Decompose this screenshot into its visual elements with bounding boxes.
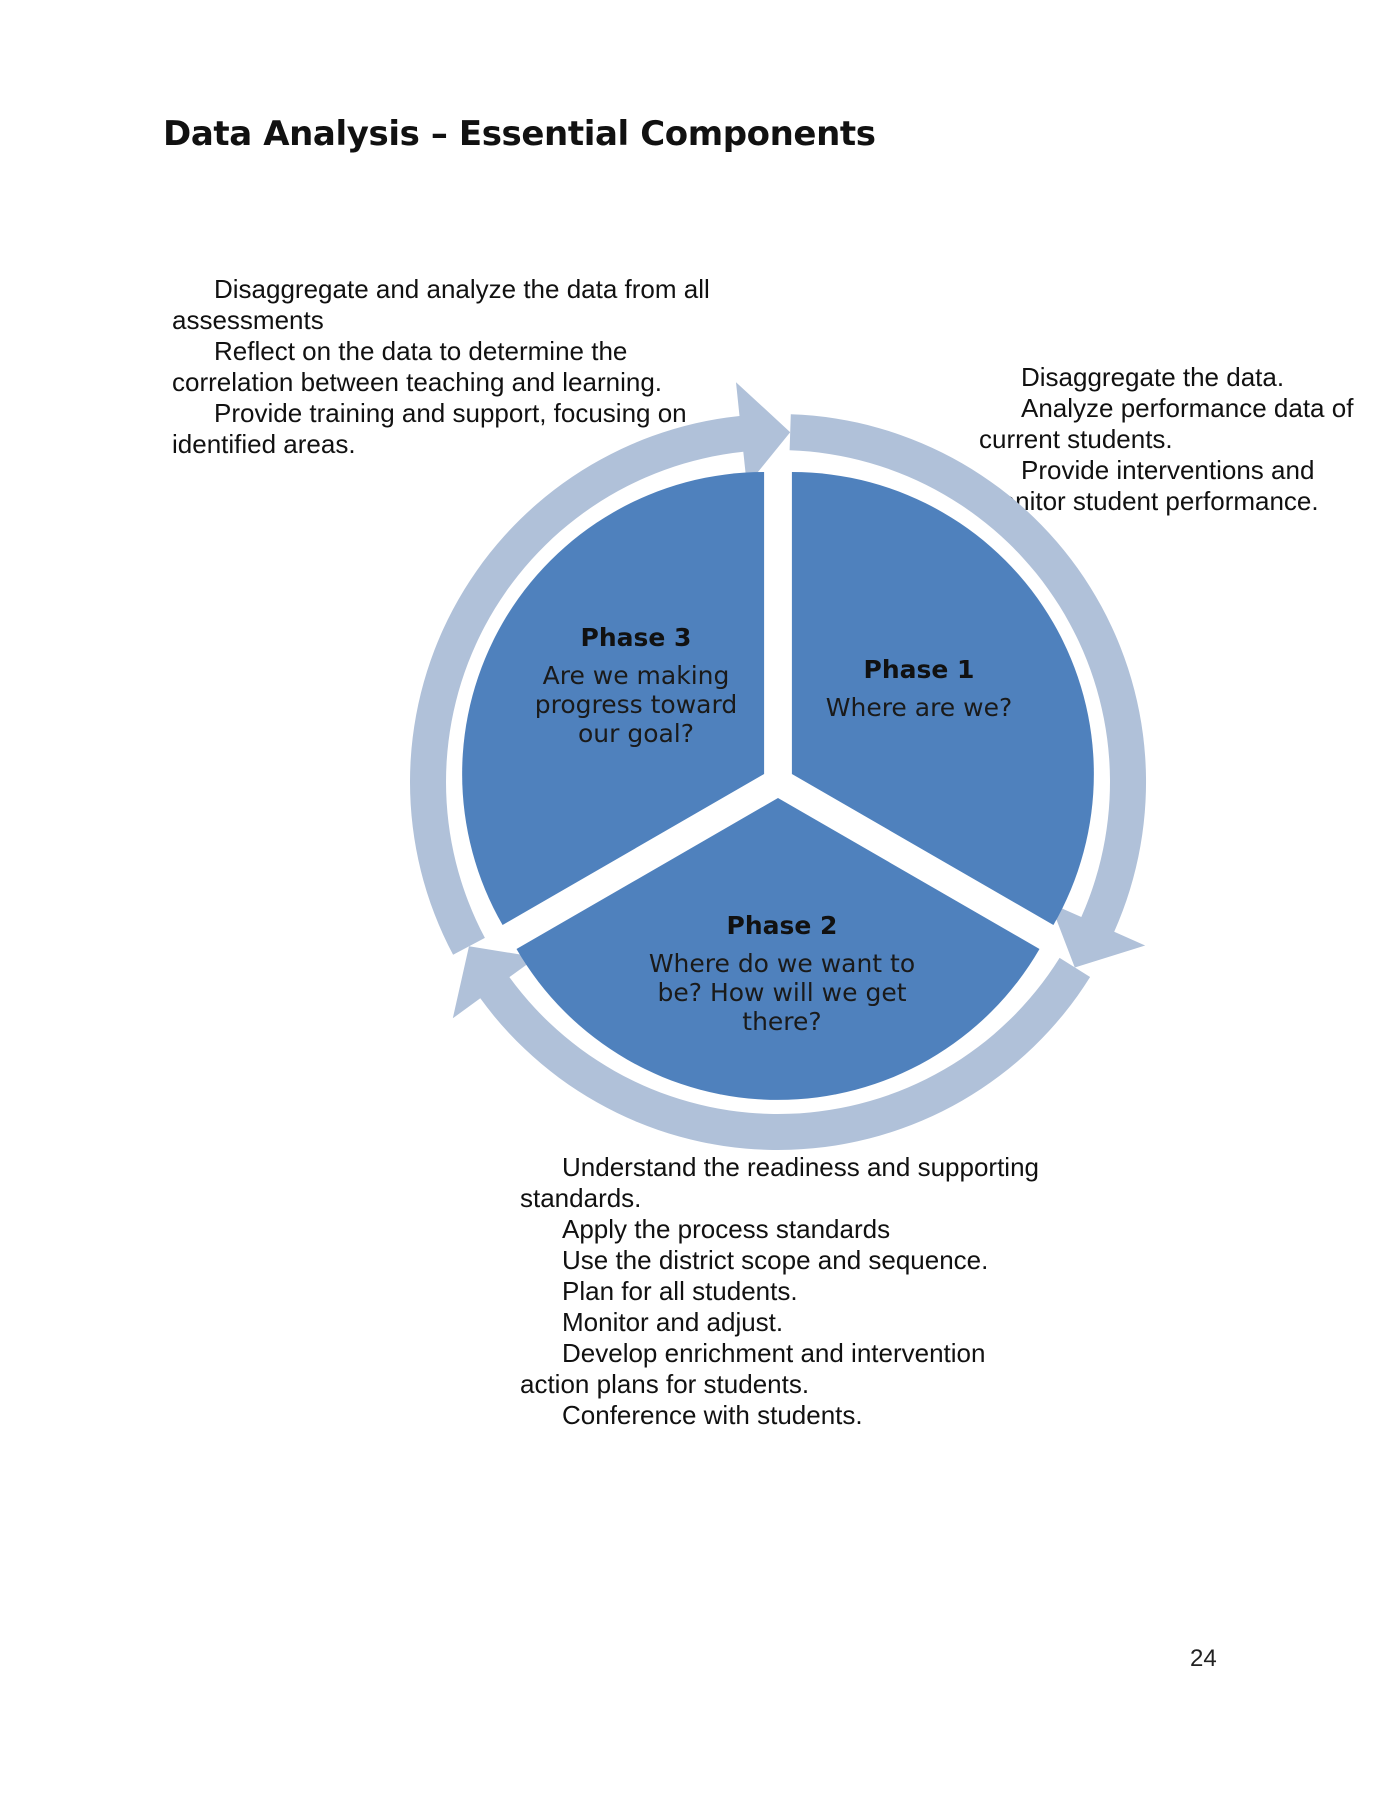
page-title: Data Analysis – Essential Components [163,114,876,154]
note-item: Develop enrichment and intervention acti… [520,1338,986,1399]
phase2-question-line: Where do we want to [649,949,915,978]
note-item: Provide interventions and monitor studen… [979,455,1319,516]
note-item: Use the district scope and sequence. [562,1245,989,1275]
phase2-question-line: there? [742,1007,821,1036]
note-item: Understand the readiness and supporting … [520,1152,1039,1213]
phase2-notes: Understand the readiness and supporting … [520,1152,1040,1431]
note-item: Disaggregate and analyze the data from a… [172,274,710,335]
note-item: Plan for all students. [562,1276,798,1306]
phase3-title: Phase 3 [581,623,692,652]
phase1-label: Phase 1 Where are we? [826,655,1012,722]
phase3-segment [462,472,765,925]
phase3-question-line: Are we making [543,661,730,690]
phase2-title: Phase 2 [727,911,838,940]
phase3-to-phase1-arrow [409,382,791,955]
phase3-question-line: progress toward [535,690,737,719]
note-item: Monitor and adjust. [562,1307,784,1337]
phase3-notes: Disaggregate and analyze the data from a… [172,274,712,460]
note-item: Reflect on the data to determine the cor… [172,336,663,397]
phase2-segment [516,798,1040,1100]
note-item: Apply the process standards [562,1214,891,1244]
phase2-question-line: be? How will we get [657,978,906,1007]
phase3-label: Phase 3 Are we making progress toward ou… [535,623,737,748]
note-item: Provide training and support, focusing o… [172,398,687,459]
note-item: Conference with students. [562,1400,863,1430]
phase1-question-line: Where are we? [826,693,1012,722]
note-item: Analyze performance data of current stud… [979,393,1354,454]
phase1-segment [791,472,1094,925]
phase3-question-line: our goal? [578,719,694,748]
note-item: Disaggregate the data. [1021,362,1285,392]
phase1-notes: Disaggregate the data. Analyze performan… [979,362,1379,517]
phase1-to-phase2-arrow [789,414,1147,968]
phase2-to-phase3-arrow [452,946,1091,1150]
page-number: 24 [1190,1645,1217,1672]
phase2-label: Phase 2 Where do we want to be? How will… [649,911,915,1036]
phase1-title: Phase 1 [864,655,975,684]
